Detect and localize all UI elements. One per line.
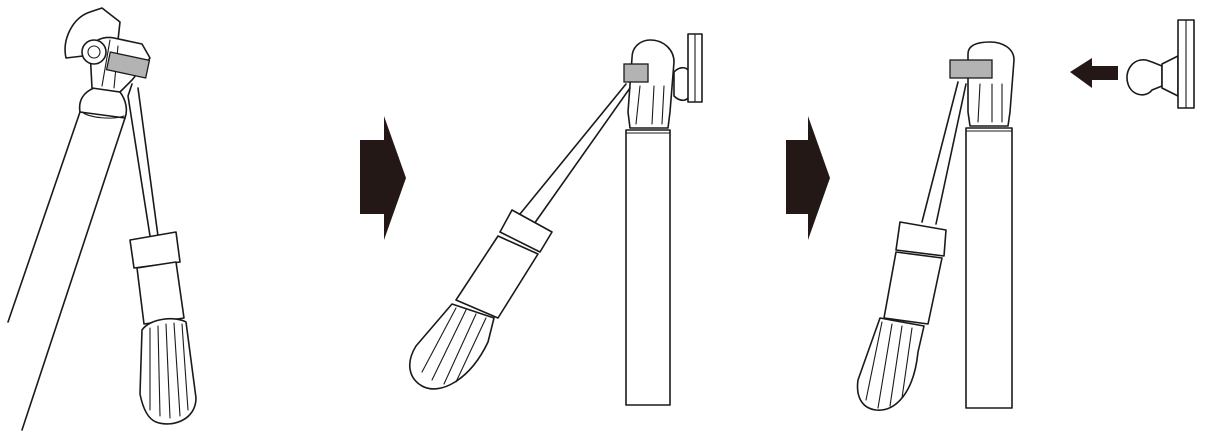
- removed-ball-head-mount: [1070, 19, 1195, 109]
- step-2-panel: [409, 33, 703, 406]
- retaining-clip: [105, 51, 151, 79]
- retaining-clip: [623, 63, 649, 83]
- tripod-pole-tilted: [7, 111, 126, 431]
- tripod-head-assembly: [967, 41, 1015, 127]
- tripod-pole: [625, 129, 671, 406]
- screwdriver-tool: [409, 83, 631, 390]
- screwdriver-tool: [856, 81, 967, 411]
- tripod-head-assembly: [627, 33, 703, 129]
- tripod-pole: [965, 127, 1013, 409]
- remove-direction-arrow: [1070, 58, 1118, 88]
- step-3-panel: [856, 19, 1195, 411]
- screwdriver-tool: [127, 83, 197, 425]
- retaining-clip: [949, 59, 993, 79]
- step-1-panel: [7, 7, 197, 431]
- step-arrow-2: [786, 116, 830, 240]
- step-arrow-1: [360, 116, 406, 240]
